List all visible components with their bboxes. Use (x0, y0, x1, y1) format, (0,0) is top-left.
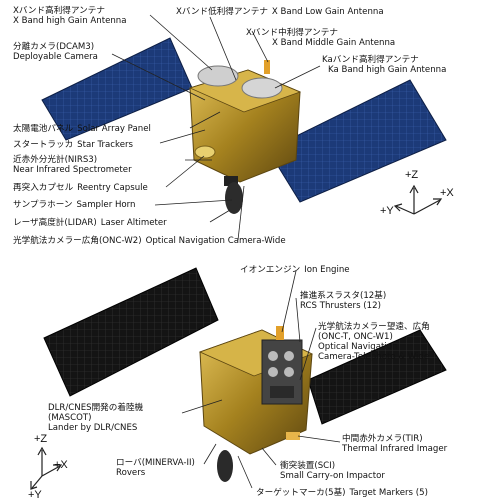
label-nirs3: 近赤外分光計(NIRS3)Near Infrared Spectrometer (13, 155, 132, 175)
bottom-leader-lines (181, 270, 341, 489)
top-ka-high-gain-dish (241, 77, 283, 99)
label-dcam3: 分離カメラ(DCAM3)Deployable Camera (13, 42, 98, 62)
bottom-axis-x: +X (54, 459, 68, 471)
label-lidar: レーザ高度計(LIDAR)Laser Altimeter (13, 218, 167, 228)
top-spacecraft (41, 37, 447, 214)
label-rcs-thrusters: 推進系スラスタ(12基)RCS Thrusters (12) (300, 291, 387, 311)
bottom-solar-panel-right (307, 329, 447, 425)
top-axis-z: +Z (405, 169, 419, 181)
label-onc-w2: 光学航法カメラー広角(ONC-W2)Optical Navigation Cam… (13, 236, 286, 246)
top-reentry-capsule (194, 145, 216, 159)
top-axes (393, 184, 443, 215)
bottom-axis-y: +Y (28, 489, 42, 501)
label-target-markers: ターゲットマーカ(5基)Target Markers (5) (256, 488, 428, 498)
label-tir: 中間赤外カメラ(TIR) Thermal Infrared Imager (342, 434, 448, 454)
top-leader-lines (111, 14, 321, 241)
bottom-axis-z: +Z (34, 433, 48, 445)
top-axis-x: +X (440, 187, 454, 199)
top-x-high-gain-dish (197, 65, 239, 87)
label-onc-t-w1: 光学航法カメラー望遠、広角 (ONC-T, ONC-W1) Optical Na… (318, 322, 430, 362)
top-solar-panel-right (267, 79, 447, 203)
top-axis-y: +Y (380, 205, 394, 217)
bottom-axes (30, 446, 63, 490)
label-sci: 衝突装置(SCI) Small Carry-on Impactor (280, 461, 385, 481)
bottom-spacecraft (43, 267, 447, 482)
label-mascot: DLR/CNES開発の着陸機 (MASCOT) Lander by DLR/CN… (48, 403, 144, 433)
label-minerva: ローバ(MINERVA-II) Rovers (116, 458, 195, 478)
bottom-solar-panel-left (43, 267, 219, 397)
